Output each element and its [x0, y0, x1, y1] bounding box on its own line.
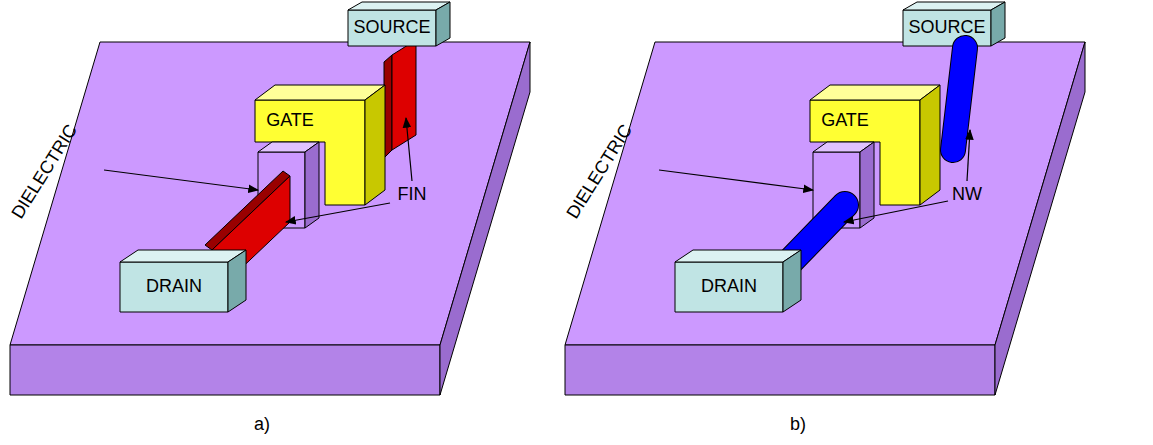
source-block: SOURCE [903, 10, 991, 46]
fin-back [384, 40, 416, 158]
block-label: GATE [266, 111, 314, 131]
leader-line [286, 203, 390, 222]
drain-block: DRAIN [675, 262, 783, 312]
drain-block [675, 250, 801, 312]
panel-b [565, 2, 1085, 395]
block-label: DRAIN [701, 277, 757, 297]
source-block: SOURCE [348, 10, 436, 46]
leader-line [844, 201, 948, 222]
block-label: SOURCE [353, 18, 430, 38]
source-block [348, 2, 450, 46]
substrate-slab [565, 42, 1085, 395]
panel-label: a) [254, 415, 270, 435]
leader-line [104, 170, 258, 190]
leader-arrows [659, 130, 970, 222]
drain-block: DRAIN [120, 262, 228, 312]
leader-line [406, 118, 412, 181]
substrate-slab [10, 42, 530, 395]
block-label: GATE [821, 111, 869, 131]
source-block [903, 2, 1005, 46]
block-label: SOURCE [908, 18, 985, 38]
part-label: NW [952, 185, 982, 205]
gate-block: GATE [255, 100, 325, 142]
leader-line [967, 130, 970, 181]
gate-block: GATE [810, 100, 880, 142]
leader-line [659, 170, 813, 190]
leader-arrows [104, 118, 412, 222]
dielectric-label: DIELECTRIC [563, 121, 636, 222]
nanowire-back [953, 48, 965, 150]
block-label: DRAIN [146, 277, 202, 297]
panel-label: b) [790, 415, 806, 435]
panel-a [10, 2, 530, 395]
drain-block [120, 250, 246, 312]
part-label: FIN [398, 185, 427, 205]
dielectric-label: DIELECTRIC [8, 121, 81, 222]
